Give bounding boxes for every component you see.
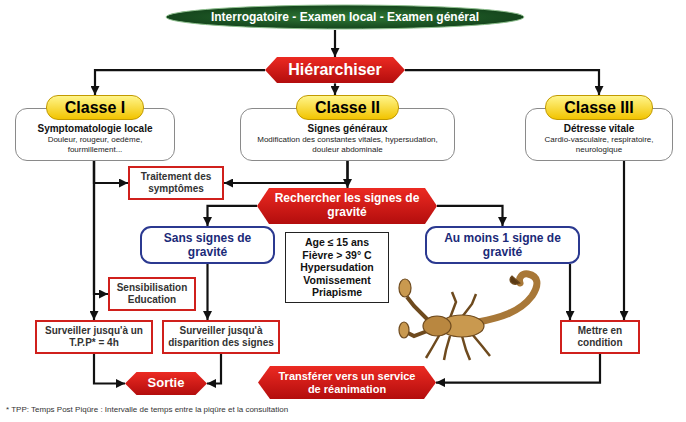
- connector: [208, 206, 258, 226]
- connector: [623, 161, 625, 320]
- class-description: Modification des constantes vitales, hyp…: [246, 135, 449, 155]
- class-subtitle: Signes généraux: [246, 123, 449, 135]
- connector: [95, 70, 265, 95]
- connector: [346, 161, 348, 188]
- criteria-box: Age ≤ 15 ansFièvre > 39° CHypersudationV…: [285, 232, 389, 303]
- class-heading: Classe II: [315, 98, 380, 117]
- step-hexagon: Hiérarchiser: [265, 57, 405, 83]
- class-subtitle: Détresse vitale: [531, 123, 667, 135]
- action-box: Surveiller jusqu'à disparition des signe…: [162, 320, 280, 354]
- connector: [334, 83, 336, 95]
- class-description: Cardio-vasculaire, respiratoire, neurolo…: [531, 135, 667, 155]
- node-text: Transférer vers un service de réanimatio…: [274, 370, 420, 395]
- scorpion-illustration: [399, 274, 537, 360]
- connector: [207, 354, 221, 384]
- step-hexagon: Rechercher les signes de gravité: [257, 188, 437, 224]
- scorpion-pincer: [399, 279, 411, 297]
- node-text: Au moins 1 signe de gravité: [433, 231, 572, 259]
- class-box: Classe III Détresse vitaleCardio-vasculai…: [525, 95, 673, 161]
- node-text: Sensibilisation Education: [114, 282, 190, 306]
- connector: [206, 264, 208, 320]
- scorpion-leg: [462, 336, 470, 360]
- node-text: Surveiller jusqu'à disparition des signe…: [168, 325, 274, 349]
- node-text: Fièvre > 39° C: [289, 249, 385, 262]
- outcome-box: Sans signes de gravité: [140, 226, 275, 264]
- connector: [224, 161, 348, 183]
- class-pill: Classe II: [296, 95, 399, 120]
- connector: [94, 354, 125, 384]
- class-box: Classe I Symptomatologie localeDouleur, r…: [15, 95, 175, 161]
- step-hexagon: Sortie: [125, 372, 207, 395]
- node-text: Interrogatoire - Examen local - Examen g…: [211, 10, 479, 24]
- scorpion-head: [423, 316, 451, 336]
- hexagon-outline: [265, 57, 405, 83]
- class-subtitle: Symptomatologie locale: [21, 123, 169, 135]
- scorpion-leg: [472, 334, 490, 356]
- connector: [334, 30, 336, 57]
- ellipse-outline: [166, 5, 524, 29]
- footnote: * TPP: Temps Post Piqûre : Intervalle de…: [6, 405, 288, 415]
- connector: [93, 161, 95, 320]
- action-box: Surveiller jusqu'à un T.P.P* = 4h: [35, 320, 153, 354]
- action-box: Sensibilisation Education: [108, 277, 196, 311]
- node-text: Age ≤ 15 ans: [289, 236, 385, 249]
- scorpion-leg: [462, 294, 476, 317]
- connector: [437, 206, 503, 226]
- class-heading: Classe III: [564, 98, 633, 117]
- scorpion-tail: [478, 274, 537, 322]
- connector: [94, 161, 128, 183]
- class-box: Classe II Signes générauxModification des…: [240, 95, 455, 161]
- scorpion-pincer: [399, 322, 409, 338]
- class-pill: Classe III: [545, 95, 652, 120]
- node-text: Vomissement: [289, 274, 385, 287]
- scorpion-leg: [450, 292, 456, 318]
- step-hexagon: Transférer vers un service de réanimatio…: [258, 366, 436, 399]
- class-pill: Classe I: [46, 95, 144, 120]
- connector: [436, 354, 600, 383]
- node-text: Hiérarchiser: [281, 61, 389, 79]
- scorpion-stinger: [510, 276, 520, 284]
- scorpion-arm: [407, 297, 428, 320]
- connector: [569, 264, 571, 320]
- node-text: Sortie: [141, 376, 191, 391]
- hexagon-outline: [258, 366, 436, 399]
- node-text: Traitement des symptômes: [134, 171, 218, 195]
- node-text: Rechercher les signes de gravité: [273, 192, 421, 220]
- connector: [405, 70, 599, 95]
- start-ellipse: Interrogatoire - Examen local - Examen g…: [165, 4, 525, 30]
- node-text: Priapisme: [289, 286, 385, 299]
- class-description: Douleur, rougeur, oedème, fourmillement.…: [21, 135, 169, 155]
- node-text: Mettre en condition: [566, 325, 634, 349]
- hexagon-outline: [125, 372, 207, 395]
- scorpion-leg: [426, 334, 440, 358]
- class-heading: Classe I: [65, 98, 125, 117]
- node-text: Sans signes de gravité: [148, 231, 267, 259]
- node-text: Hypersudation: [289, 261, 385, 274]
- node-text: Surveiller jusqu'à un T.P.P* = 4h: [41, 325, 147, 349]
- action-box: Mettre en condition: [560, 320, 640, 354]
- outcome-box: Au moins 1 signe de gravité: [425, 226, 580, 264]
- connector: [94, 161, 108, 294]
- scorpion-leg: [444, 336, 450, 360]
- hexagon-outline: [257, 188, 437, 224]
- action-box: Traitement des symptômes: [128, 166, 224, 200]
